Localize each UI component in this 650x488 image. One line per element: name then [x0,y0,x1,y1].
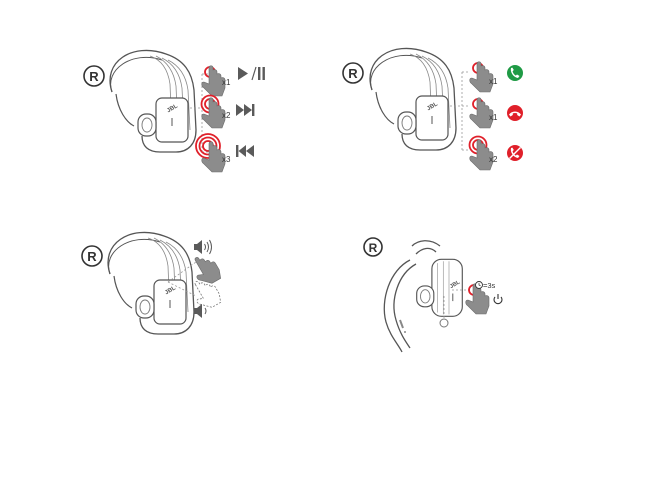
answer-call-row: x1 [469,61,523,93]
reject-call-icon [507,145,523,161]
swipe-up-hand-icon [187,250,224,289]
svg-text:JBL: JBL [449,279,462,290]
side-badge-right: R [83,65,105,87]
right-earbud-illustration: JBL [107,231,195,335]
volume-up-icon [194,239,212,255]
hold-button-row: =3s [465,281,503,315]
clock-icon [475,281,483,289]
svg-text:JBL: JBL [166,103,179,114]
svg-text:JBL: JBL [426,101,439,112]
cable-illustration [383,240,441,353]
power-controls-panel: R JBL =3s [363,237,503,353]
call-controls-panel: R JBL x1 x1 [342,47,523,171]
led-indicator [439,318,449,328]
next-track-icon [236,104,255,116]
reject-call-row: x2 [468,135,523,171]
tap-count: x1 [222,78,231,87]
right-earbud-illustration: JBL [109,49,197,153]
side-badge-right: R [81,245,103,267]
svg-text:R: R [369,241,378,255]
side-badge-right: R [342,62,364,84]
right-earbud-illustration: JBL [416,258,463,317]
tap-count: x2 [222,111,231,120]
volume-down-icon [194,304,207,318]
tap-count: x3 [222,155,231,164]
tap-count: x2 [489,155,498,164]
swipe-down-hand-outline-icon [194,280,222,308]
dashed-connector [450,71,470,151]
swipe-guides [167,261,197,297]
tap-count: x1 [489,113,498,122]
hang-up-icon [507,105,523,121]
hold-duration: =3s [483,281,496,290]
svg-text:R: R [89,69,99,84]
dashed-connector [443,289,470,318]
svg-text:R: R [87,249,97,264]
svg-text:R: R [348,66,358,81]
tap-once-row: x1 [201,65,265,97]
power-icon [493,294,503,305]
svg-text:JBL: JBL [164,285,177,296]
play-pause-icon [238,66,265,81]
end-call-row: x1 [469,97,523,129]
side-badge-right: R [363,237,383,257]
right-earbud-illustration: JBL [369,47,457,151]
previous-track-icon [236,145,254,157]
music-controls-panel: R JBL x1 x2 [83,49,265,173]
tap-ring [195,133,221,159]
answer-call-icon [507,65,523,81]
tap-count: x1 [489,77,498,86]
volume-controls-panel: R JBL [81,231,224,335]
tap-three-times-row: x3 [195,133,254,173]
tap-twice-row: x2 [200,94,255,129]
tap-ring [198,136,218,156]
